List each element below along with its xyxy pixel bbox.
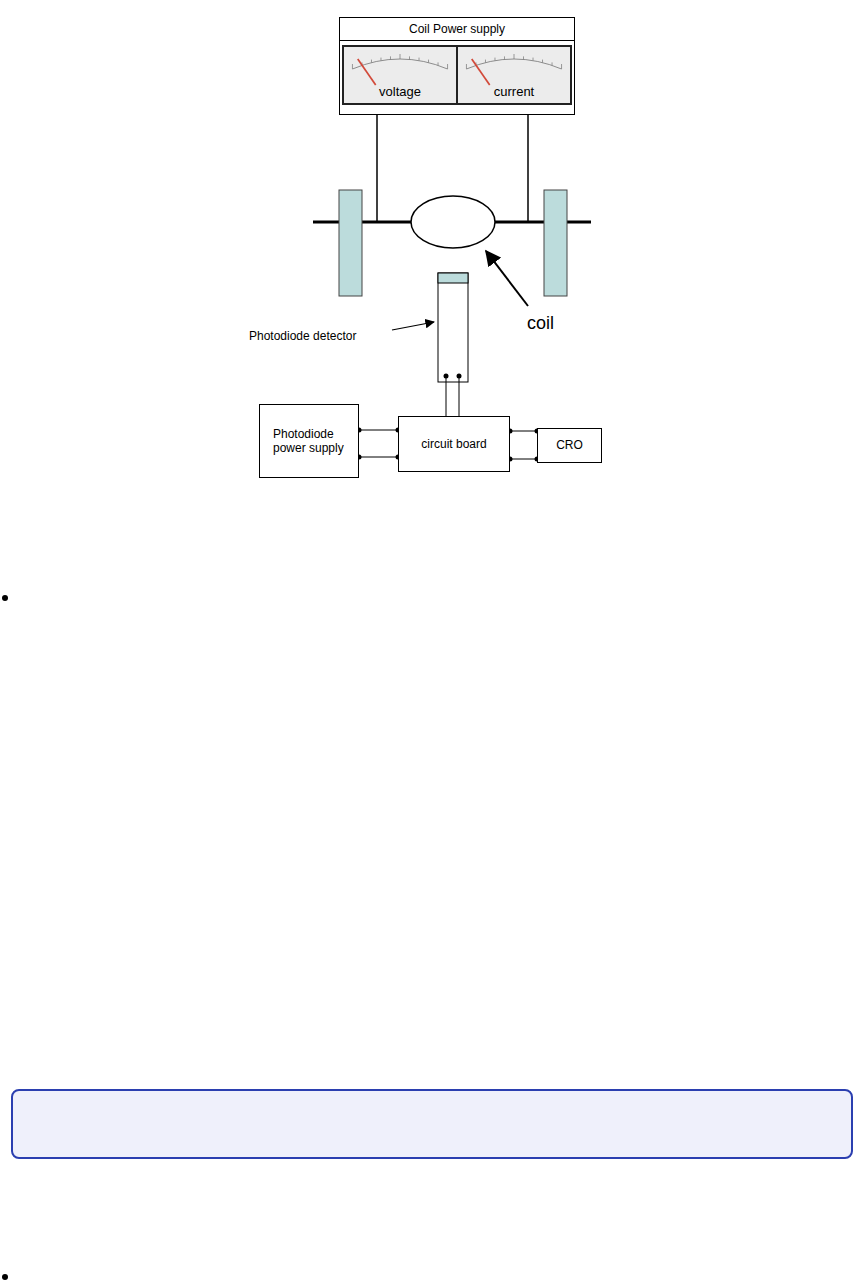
bullet bbox=[2, 1274, 8, 1280]
coil-wire bbox=[527, 101, 529, 222]
detector-wire bbox=[459, 376, 460, 416]
wire bbox=[508, 457, 540, 462]
leader-arrow bbox=[486, 251, 528, 306]
ammeter: current bbox=[456, 45, 572, 105]
note-box bbox=[12, 1090, 852, 1158]
meter-label: voltage bbox=[344, 84, 456, 99]
coil-ellipse bbox=[411, 196, 495, 248]
part-label: coil bbox=[527, 313, 554, 334]
panel-divider bbox=[340, 40, 574, 41]
power-supply-box: Photodiode power supply bbox=[259, 404, 359, 478]
panel-title: Coil Power supply bbox=[340, 22, 574, 36]
box-label: CRO bbox=[552, 436, 587, 454]
detector-window bbox=[438, 273, 468, 283]
leader-arrow bbox=[392, 322, 434, 330]
wire bbox=[357, 455, 401, 460]
power-supply-box: Coil Power supply voltagecurrent bbox=[339, 17, 575, 115]
detector-wire bbox=[446, 376, 447, 416]
circuit-board-box: circuit board bbox=[398, 416, 510, 472]
end-plate bbox=[339, 190, 362, 296]
meter-label: current bbox=[458, 84, 570, 99]
end-plate bbox=[544, 190, 567, 296]
oscilloscope-box: CRO bbox=[537, 428, 602, 463]
voltmeter: voltage bbox=[342, 45, 458, 105]
wire bbox=[508, 429, 540, 434]
box-label: Photodiode power supply bbox=[269, 425, 349, 458]
part-label: Photodiode detector bbox=[249, 329, 356, 343]
box-label: circuit board bbox=[417, 435, 490, 453]
photodiode-detector bbox=[438, 273, 468, 382]
wire bbox=[357, 428, 401, 433]
coil-wire bbox=[376, 101, 378, 222]
bullet bbox=[2, 595, 8, 601]
